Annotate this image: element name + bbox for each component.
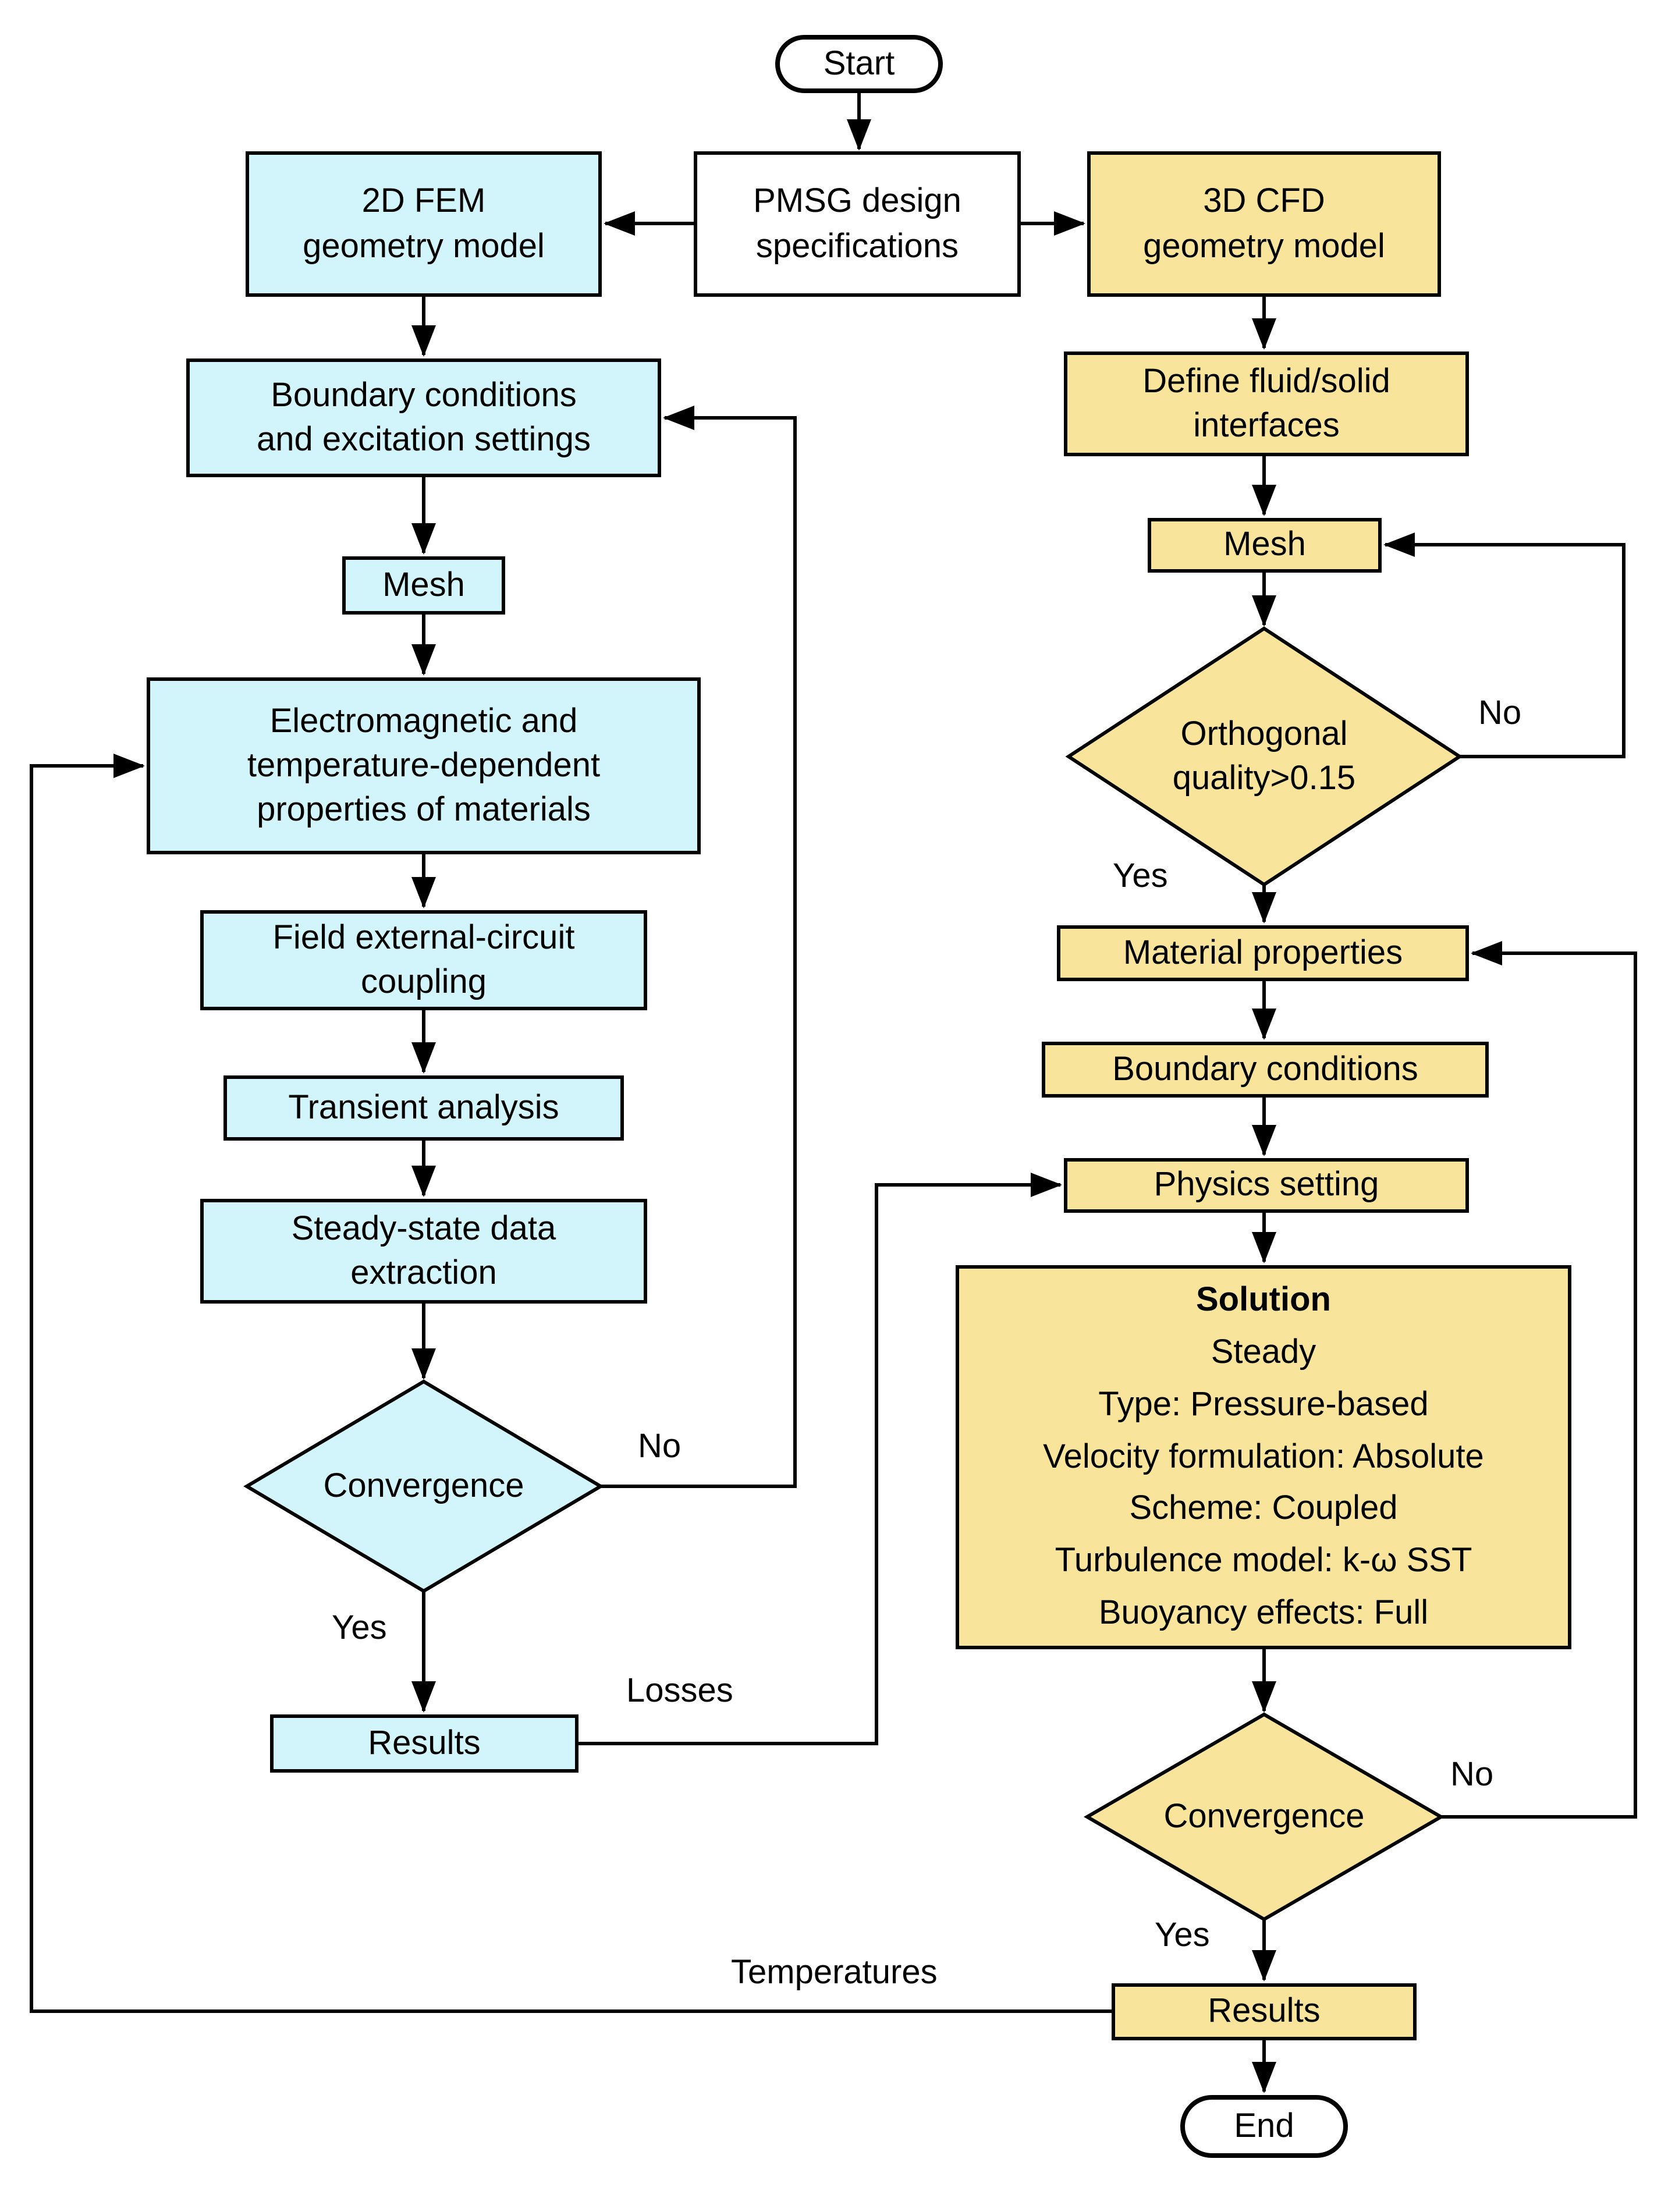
- edge-label-fem-yes: Yes: [332, 1610, 387, 1647]
- edge-cfd-ortho-no-loop: [1383, 532, 1625, 758]
- start-terminal: Start: [775, 35, 943, 93]
- cfd-convergence-diamond: [1084, 1712, 1444, 1922]
- edge-label-ortho-no: No: [1478, 695, 1522, 732]
- solution-line: Buoyancy effects: Full: [1098, 1595, 1429, 1632]
- edge-cfd-results-temperatures-to-materials: [30, 754, 1112, 2013]
- cfd-material-box: Material properties: [1057, 925, 1469, 981]
- edge-cfd-convergence-no-loop: [1441, 941, 1637, 1819]
- cfd-ortho-quality-label: Orthogonal quality>0.15: [1172, 715, 1356, 797]
- edge-fem-convergence-no-loop: [601, 406, 797, 1488]
- fem-mesh-box: Mesh: [342, 556, 505, 615]
- cfd-solution-box: Solution Steady Type: Pressure-based Vel…: [956, 1265, 1571, 1649]
- end-terminal: End: [1180, 2095, 1348, 2158]
- solution-line: Steady: [1211, 1333, 1316, 1371]
- solution-title: Solution: [1196, 1281, 1331, 1319]
- pmsg-specs-box: PMSG design specifications: [694, 151, 1021, 297]
- fem-coupling-box: Field external-circuit coupling: [200, 910, 647, 1010]
- fem-convergence-diamond: [243, 1379, 604, 1593]
- fem-transient-box: Transient analysis: [223, 1075, 624, 1141]
- fem-geometry-box: 2D FEM geometry model: [246, 151, 602, 297]
- fem-materials-box: Electromagnetic and temperature-dependen…: [147, 677, 701, 854]
- solution-line: Scheme: Coupled: [1129, 1490, 1398, 1528]
- edge-label-temperatures: Temperatures: [731, 1954, 938, 1991]
- edge-label-cfd-yes: Yes: [1155, 1917, 1210, 1954]
- edge-label-fem-no: No: [638, 1428, 682, 1465]
- cfd-boundary-box: Boundary conditions: [1042, 1042, 1489, 1098]
- solution-line: Type: Pressure-based: [1098, 1386, 1429, 1423]
- cfd-ortho-quality-diamond: [1065, 626, 1463, 887]
- fem-steady-box: Steady-state data extraction: [200, 1199, 647, 1304]
- cfd-convergence-label: Convergence: [1163, 1798, 1365, 1835]
- solution-line: Velocity formulation: Absolute: [1043, 1438, 1484, 1476]
- fem-convergence-label: Convergence: [323, 1467, 524, 1505]
- edge-label-ortho-yes: Yes: [1113, 858, 1168, 895]
- edge-label-losses: Losses: [626, 1673, 733, 1710]
- cfd-geometry-box: 3D CFD geometry model: [1087, 151, 1441, 297]
- edge-label-cfd-no: No: [1450, 1756, 1494, 1794]
- edge-fem-results-losses-to-physics: [578, 1173, 1062, 1745]
- cfd-physics-box: Physics setting: [1064, 1158, 1469, 1213]
- cfd-mesh-box: Mesh: [1148, 518, 1382, 573]
- cfd-interfaces-box: Define fluid/solid interfaces: [1064, 351, 1469, 456]
- fem-results-box: Results: [270, 1714, 578, 1773]
- solution-line: Turbulence model: k-ω SST: [1055, 1542, 1472, 1580]
- cfd-results-box: Results: [1112, 1983, 1417, 2040]
- fem-boundary-box: Boundary conditions and excitation setti…: [186, 358, 661, 477]
